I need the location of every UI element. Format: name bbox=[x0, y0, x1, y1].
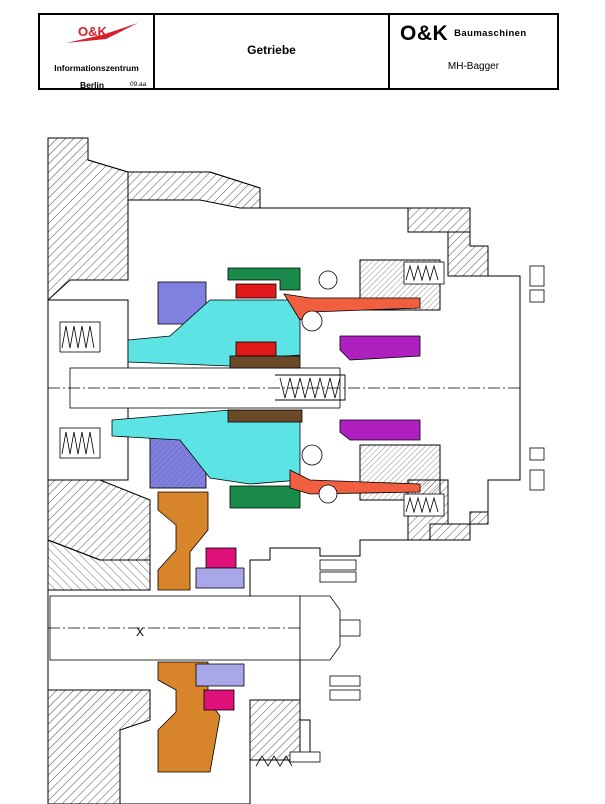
magenta-seal-lower bbox=[203, 689, 235, 711]
purple-hub-upper bbox=[339, 335, 421, 361]
title-block-mid-cell: Getriebe bbox=[155, 15, 390, 88]
title-block-left-cell: O&K Informationszentrum Berlin 09.aa bbox=[40, 15, 155, 90]
brand-logo-text: O&K bbox=[400, 22, 449, 45]
city-label: Berlin bbox=[80, 80, 105, 90]
title-block: O&K Informationszentrum Berlin 09.aa Get… bbox=[38, 13, 559, 90]
magenta-seal-upper bbox=[205, 547, 237, 569]
red-ring-upper bbox=[235, 283, 277, 299]
title-block-right-cell: O&K Baumaschinen MH-Bagger bbox=[390, 15, 557, 88]
orange-housing-upper bbox=[157, 491, 209, 591]
orange-housing-lower bbox=[157, 661, 221, 773]
gear-components bbox=[111, 267, 421, 773]
brown-spacer-lower bbox=[227, 409, 303, 423]
shaft-marker: X bbox=[136, 625, 144, 639]
purple-hub-lower bbox=[339, 419, 421, 441]
brown-spacer-upper bbox=[229, 355, 301, 369]
lavender-ring-lower bbox=[195, 663, 245, 687]
ok-logo: O&K bbox=[66, 23, 138, 43]
springs-and-bolts bbox=[59, 261, 545, 767]
brand-name: O&K Baumaschinen bbox=[400, 22, 527, 46]
ok-logo-text: O&K bbox=[78, 24, 108, 39]
gearbox-cross-section: X bbox=[47, 137, 545, 804]
info-center-label: Informationszentrum bbox=[54, 63, 139, 73]
orange-red-carrier-upper bbox=[283, 293, 421, 321]
document-title: Getriebe bbox=[247, 42, 296, 57]
brand-subtitle: Baumaschinen bbox=[454, 28, 527, 39]
model-label: MH-Bagger bbox=[447, 61, 500, 72]
lavender-ring-upper bbox=[195, 567, 245, 589]
green-planet-upper bbox=[227, 267, 301, 291]
red-ring-mid bbox=[235, 341, 277, 357]
shafts: X bbox=[48, 367, 520, 661]
green-planet-lower bbox=[229, 485, 301, 509]
date-label: 09.aa bbox=[130, 81, 147, 88]
